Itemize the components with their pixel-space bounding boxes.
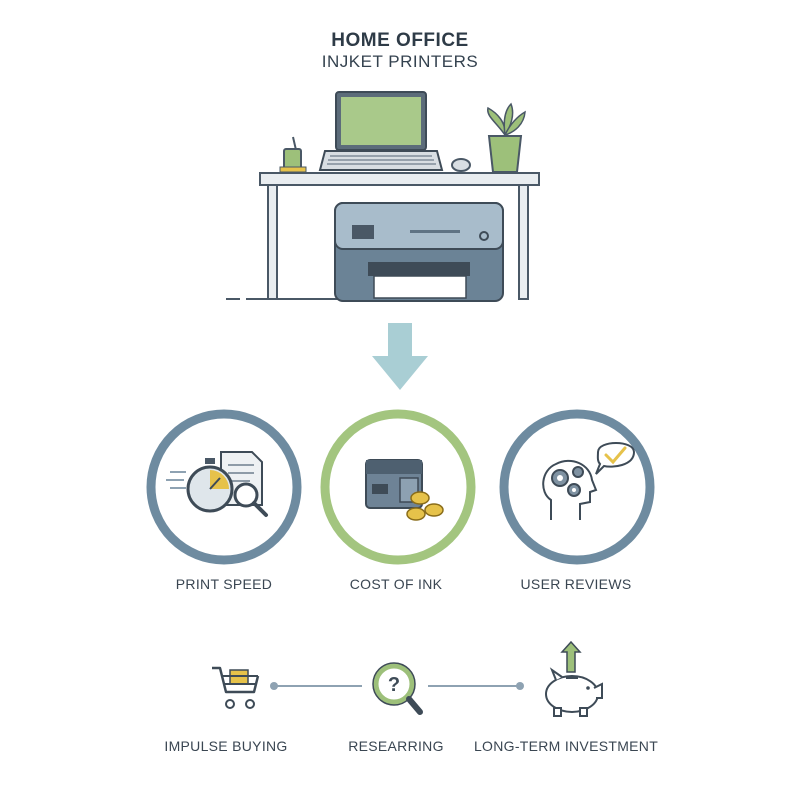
shopping-cart-icon xyxy=(212,666,260,709)
page-title: HOME OFFICE xyxy=(331,30,469,51)
mouse-icon xyxy=(451,158,471,172)
factor-print-speed xyxy=(146,409,302,565)
ink-cartridge-coins-icon xyxy=(365,459,444,521)
potted-plant-icon xyxy=(487,102,526,173)
down-arrow-icon xyxy=(372,323,428,390)
factor-label-print-speed: PRINT SPEED xyxy=(175,576,273,592)
factor-label-user-reviews: USER REVIEWS xyxy=(520,576,632,592)
printer-icon xyxy=(334,202,504,302)
piggy-bank-icon xyxy=(545,640,603,717)
laptop-icon xyxy=(318,91,444,171)
factor-cost-of-ink xyxy=(320,409,476,565)
magnifier-question-icon: ? xyxy=(372,662,423,715)
spectrum-line xyxy=(270,682,524,690)
svg-text:?: ? xyxy=(388,674,400,696)
desk-leg-left xyxy=(267,184,278,300)
desk-leg-right xyxy=(518,184,529,300)
spectrum-label-research: RESEARRING xyxy=(348,738,444,754)
factor-user-reviews xyxy=(499,409,655,565)
head-gears-check-icon xyxy=(542,442,636,520)
page-subtitle: INJKET PRINTERS xyxy=(321,52,479,71)
desk-top xyxy=(259,172,540,186)
stopwatch-document-icon xyxy=(166,451,268,517)
spectrum-label-investment: LONG-TERM INVESTMENT xyxy=(473,738,659,754)
desk-scene xyxy=(226,91,575,302)
pencil-cup-icon xyxy=(279,136,307,173)
factor-label-cost-of-ink: COST OF INK xyxy=(349,576,443,592)
spectrum-label-impulse: IMPULSE BUYING xyxy=(164,738,288,754)
